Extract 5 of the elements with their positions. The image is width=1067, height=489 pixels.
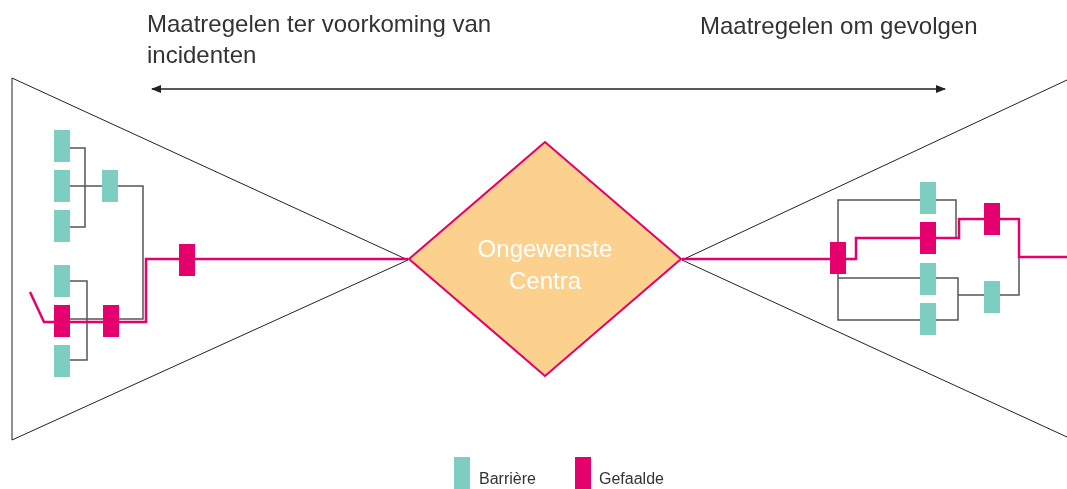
- heading-text: Maatregelen om gevolgen: [700, 11, 979, 41]
- legend-label: Gefaalde: [599, 470, 664, 488]
- heading-text: Maatregelen ter voorkoming van incidenten: [147, 9, 493, 70]
- event-label: Ongewenste Centra: [476, 234, 614, 296]
- legend-label: Barrière: [479, 470, 536, 488]
